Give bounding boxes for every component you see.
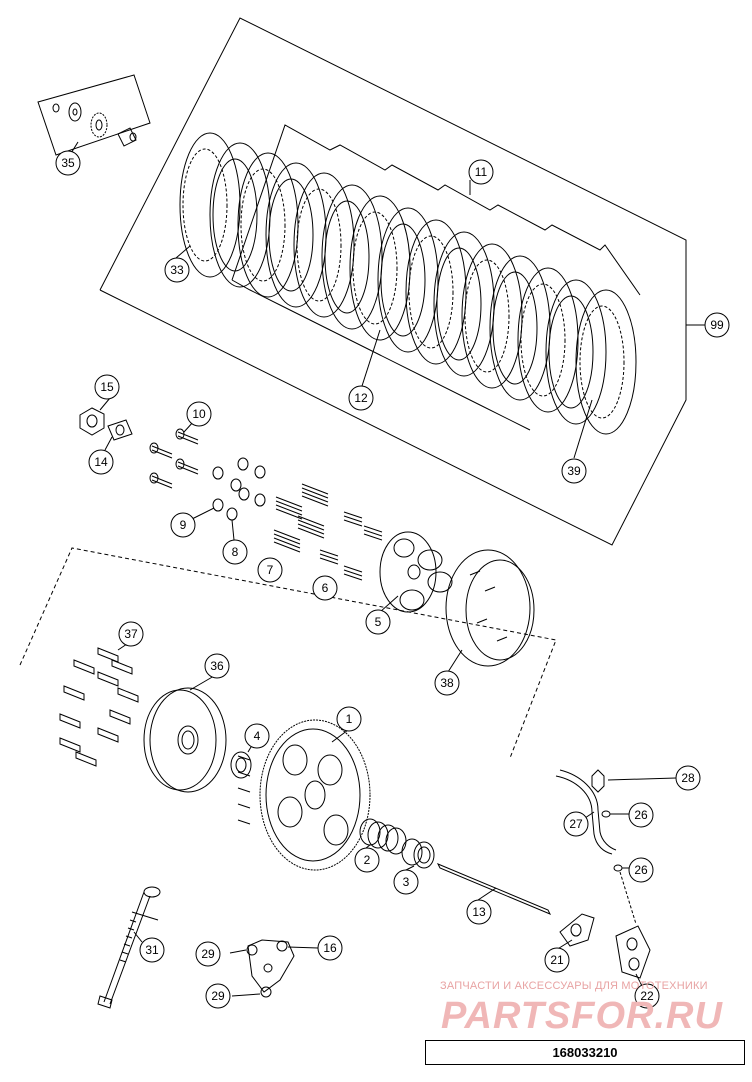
slave-cylinder — [615, 925, 651, 979]
callout-circle — [88, 449, 114, 475]
callout-circle — [336, 706, 362, 732]
callout-circle — [468, 159, 494, 185]
callout-circle — [55, 150, 81, 176]
watermark-logo: PARTSFOR.RU — [441, 995, 723, 1037]
part-35-group — [37, 74, 151, 159]
callout-circle — [164, 257, 190, 283]
callout-circle — [348, 385, 374, 411]
callout-circle — [170, 512, 196, 538]
callout-circle — [317, 935, 343, 961]
callout-label: 39 — [567, 464, 581, 478]
callout-label: 28 — [681, 771, 695, 785]
clutch-plate-stack — [179, 124, 641, 435]
callout-circle — [139, 937, 165, 963]
watermark-tagline: ЗАПЧАСТИ И АКСЕССУАРЫ ДЛЯ МОТОТЕХНИКИ — [440, 980, 708, 992]
callout-label: 99 — [710, 318, 724, 332]
diagram-code-box: 168033210 — [425, 1040, 745, 1065]
callout-label: 2 — [364, 853, 371, 867]
diagram-code: 168033210 — [552, 1045, 618, 1060]
callout-label: 38 — [440, 676, 454, 690]
callout-circle — [466, 899, 492, 925]
callout-labels: 35 11 33 99 12 39 15 10 14 9 8 7 6 5 38 … — [61, 156, 724, 1003]
callout-label: 31 — [145, 943, 159, 957]
callout-circle — [563, 811, 589, 837]
callout-label: 10 — [192, 407, 206, 421]
callout-circle — [561, 458, 587, 484]
nut-and-lockwasher — [79, 407, 133, 441]
callout-label: 16 — [323, 941, 337, 955]
callout-circle — [94, 374, 120, 400]
callout-circle — [634, 983, 660, 1009]
bolts-and-washers — [149, 428, 266, 521]
clutch-lever-housing — [229, 939, 319, 998]
callout-label: 6 — [322, 581, 329, 595]
callout-label: 29 — [201, 947, 215, 961]
callout-circle — [675, 765, 701, 791]
callout-circle — [628, 857, 654, 883]
callout-circle — [393, 869, 419, 895]
pressure-plate — [379, 531, 453, 613]
bushings — [359, 818, 435, 869]
callout-circle — [205, 983, 231, 1009]
inner-clutch-hub — [143, 687, 227, 793]
callout-label: 26 — [634, 863, 648, 877]
callout-label: 37 — [124, 627, 138, 641]
clutch-basket — [445, 549, 535, 667]
callout-circles — [55, 150, 730, 1009]
callout-label: 11 — [475, 165, 488, 179]
clutch-springs — [273, 483, 383, 581]
gasket — [559, 913, 595, 947]
callout-label: 29 — [211, 989, 225, 1003]
callout-label: 13 — [472, 905, 486, 919]
callout-label: 7 — [267, 563, 274, 577]
callout-label: 36 — [210, 659, 224, 673]
callout-label: 12 — [354, 391, 368, 405]
callout-circle — [354, 847, 380, 873]
callout-circle — [195, 941, 221, 967]
callout-label: 15 — [100, 380, 114, 394]
callout-label: 3 — [403, 875, 410, 889]
hydraulic-line — [555, 769, 617, 855]
callout-circle — [434, 670, 460, 696]
callout-label: 8 — [232, 545, 239, 559]
callout-circle — [118, 621, 144, 647]
callout-label: 14 — [94, 455, 108, 469]
callout-label: 22 — [640, 989, 654, 1003]
callout-label: 27 — [569, 817, 583, 831]
hub-pins — [59, 647, 139, 767]
callout-circle — [628, 802, 654, 828]
callout-circle — [204, 653, 230, 679]
callout-circle — [544, 947, 570, 973]
callout-circle — [704, 312, 730, 338]
callout-circle — [312, 575, 338, 601]
inner-hub-dashed-outline — [19, 547, 557, 759]
thrust-washer — [230, 741, 255, 779]
leader-lines — [99, 245, 677, 987]
callout-label: 35 — [61, 156, 75, 170]
callout-label: 26 — [634, 808, 648, 822]
callout-label: 33 — [170, 263, 184, 277]
primary-driven-gear — [237, 719, 371, 871]
callout-circle — [222, 539, 248, 565]
callout-label: 9 — [180, 518, 187, 532]
callout-label: 1 — [346, 712, 353, 726]
clutch-pack-outline — [99, 17, 706, 546]
callout-circle — [365, 609, 391, 635]
special-tool — [97, 886, 161, 1009]
pushrod — [436, 863, 552, 915]
callout-circle — [257, 557, 283, 583]
callout-label: 4 — [254, 729, 261, 743]
callout-label: 5 — [375, 615, 382, 629]
callout-label: 21 — [550, 953, 564, 967]
callout-circle — [244, 723, 270, 749]
callout-circle — [186, 401, 212, 427]
